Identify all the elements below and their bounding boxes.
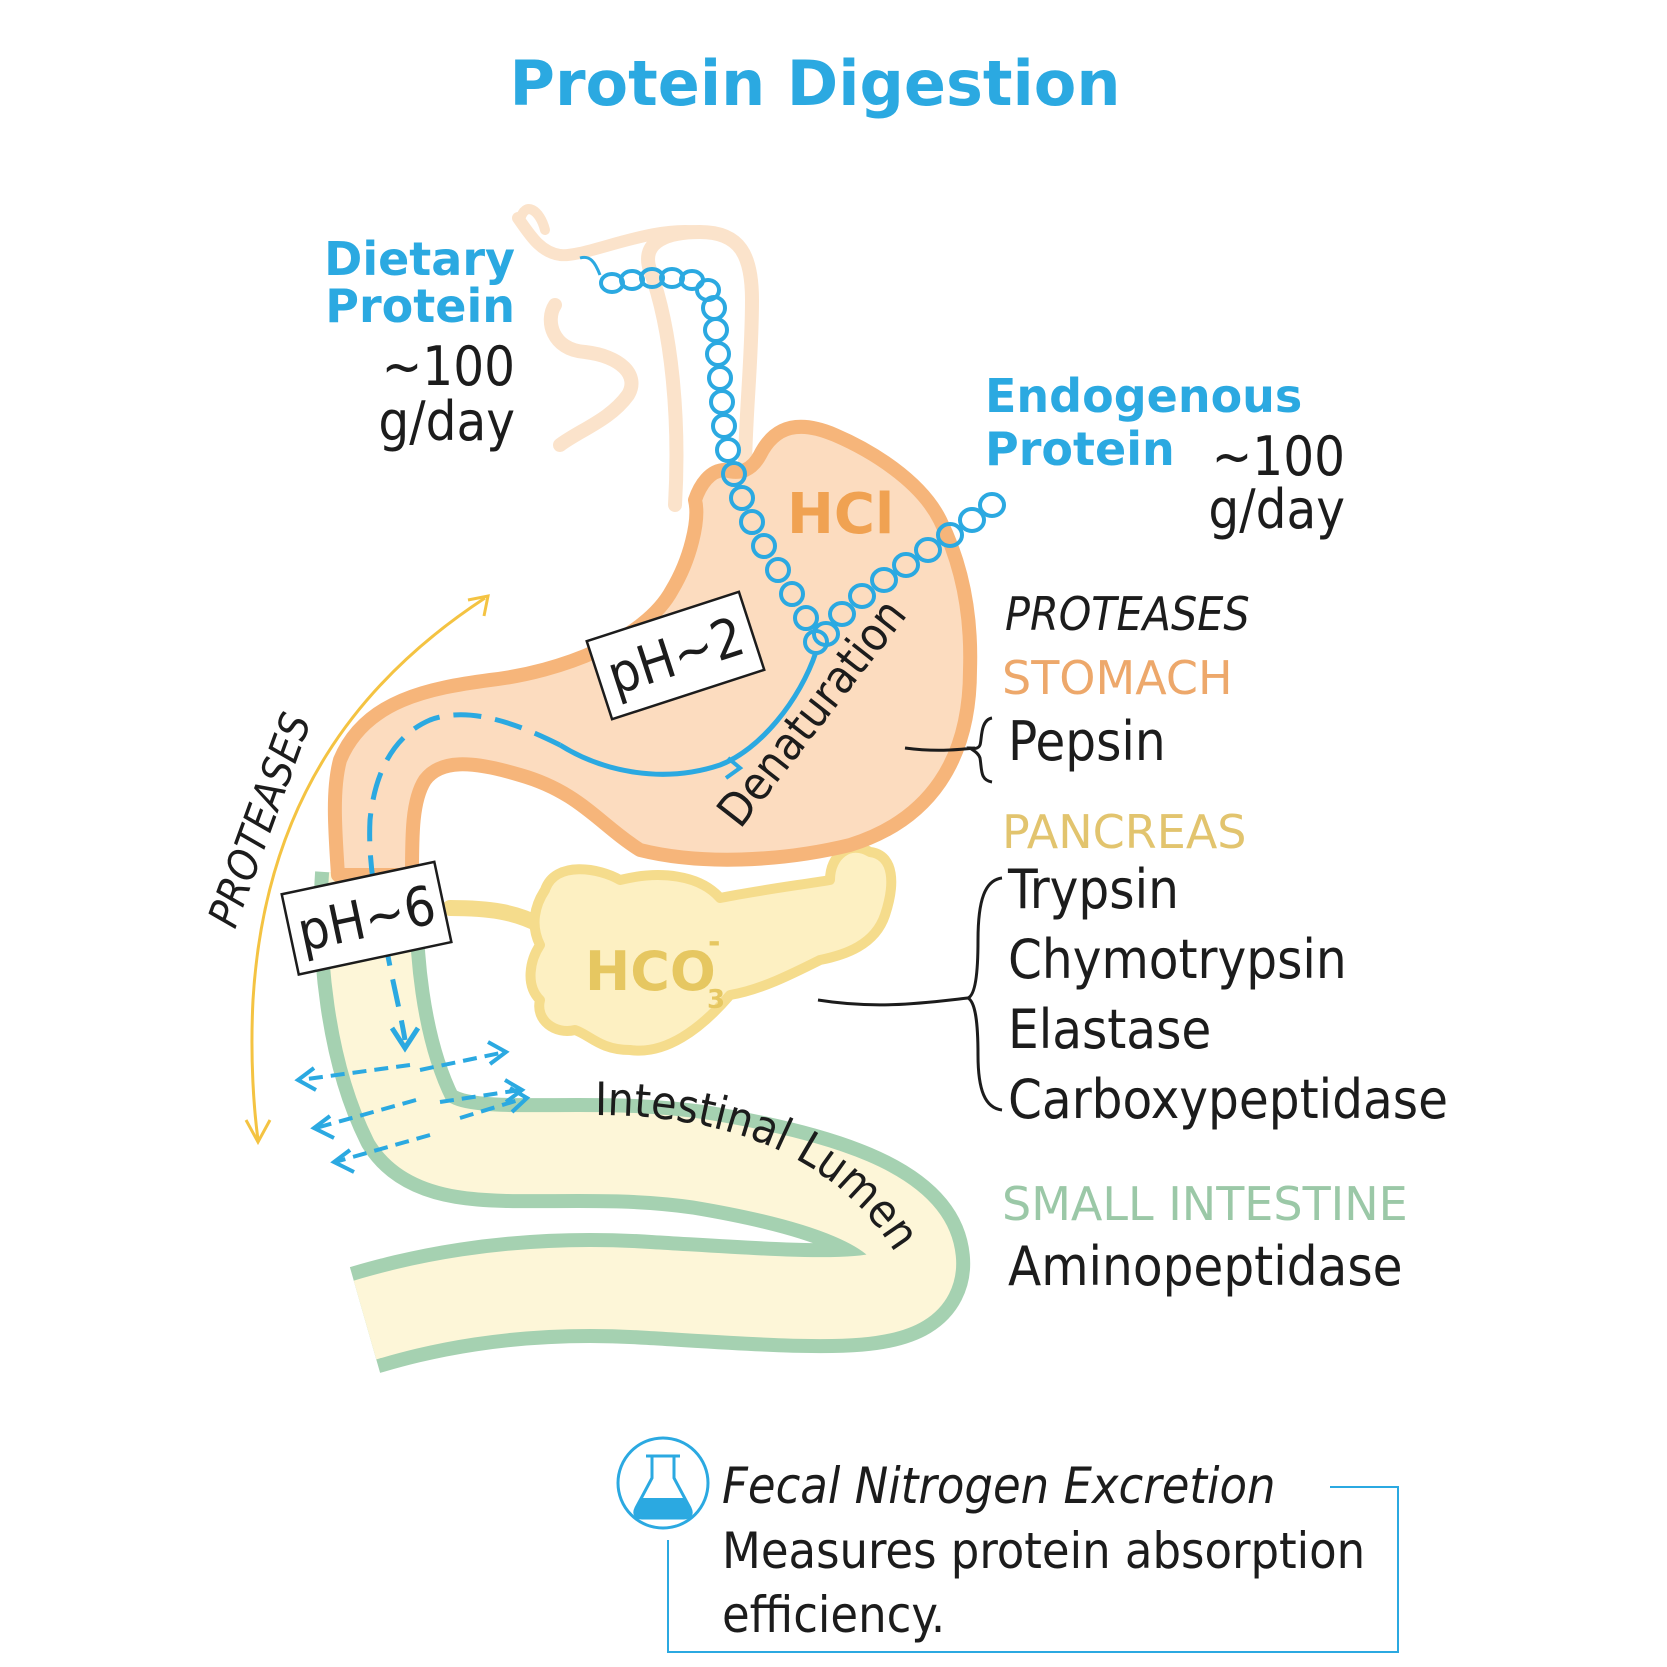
enzyme-pepsin: Pepsin (1008, 710, 1166, 773)
note-line1: Measures protein absorption (722, 1522, 1365, 1580)
note-heading: Fecal Nitrogen Excretion (722, 1457, 1276, 1515)
endogenous-protein-label-line1: Endogenous (985, 369, 1302, 423)
pancreas-category: PANCREAS (1002, 805, 1247, 859)
esophagus (512, 204, 760, 512)
flask-icon (616, 1436, 710, 1530)
dietary-protein-amount: ~100 (382, 335, 515, 398)
note-line2: efficiency. (722, 1586, 945, 1644)
enzyme-elastase: Elastase (1008, 998, 1211, 1061)
fecal-nitrogen-note: Fecal Nitrogen Excretion Measures protei… (616, 1436, 1399, 1653)
small-intestine (313, 871, 971, 1373)
pancreas (442, 842, 897, 1056)
endogenous-protein-unit: g/day (1208, 478, 1345, 541)
bicarbonate-label: HCO 3 - (585, 925, 725, 1015)
enzyme-aminopeptidase: Aminopeptidase (1008, 1235, 1403, 1298)
dietary-protein-label-line1: Dietary (324, 232, 515, 286)
pepsin-bracket (904, 716, 993, 784)
stomach-category: STOMACH (1002, 651, 1233, 705)
absorption-arrowheads (294, 1040, 531, 1174)
page-title: Protein Digestion (510, 47, 1121, 120)
hcl-label: HCl (787, 482, 894, 547)
proteases-heading: PROTEASES (1005, 587, 1250, 641)
endogenous-protein-coil (812, 492, 1006, 647)
absorption-arrows (299, 1050, 526, 1164)
enzyme-chymotrypsin: Chymotrypsin (1008, 928, 1347, 991)
denatured-protein-strand (367, 651, 819, 1053)
enzyme-carboxypeptidase: Carboxypeptidase (1008, 1068, 1448, 1131)
svg-text:-: - (708, 925, 720, 960)
enzyme-trypsin: Trypsin (1007, 858, 1179, 921)
svg-text:HCO: HCO (585, 940, 716, 1003)
dietary-protein-label-line2: Protein (325, 279, 515, 333)
small-intestine-category: SMALL INTESTINE (1002, 1177, 1408, 1231)
intestine-ph-box: pH~6 (280, 860, 453, 976)
dietary-protein-coil (579, 255, 829, 655)
endogenous-protein-label-line2: Protein (985, 422, 1175, 476)
dietary-protein-unit: g/day (378, 390, 515, 453)
endogenous-protein-amount: ~100 (1212, 425, 1345, 488)
pancreas-bracket (817, 876, 1003, 1112)
svg-text:3: 3 (707, 985, 725, 1015)
proteases-arc-arrow (244, 594, 490, 1146)
